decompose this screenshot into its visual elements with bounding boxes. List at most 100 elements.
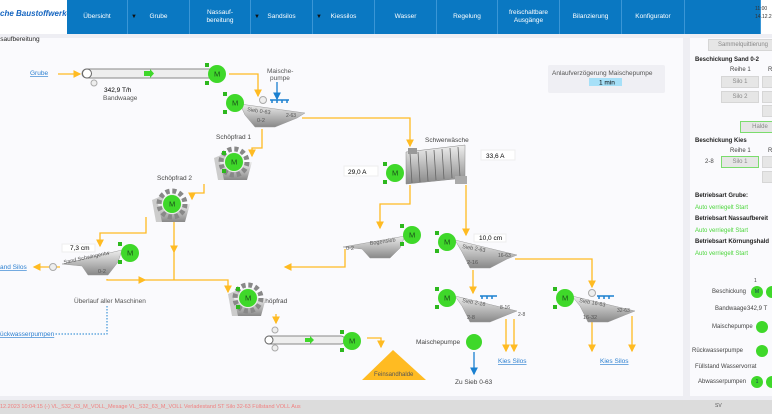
sieb-label: Sieb 16-63	[579, 298, 606, 309]
flag-f	[340, 330, 344, 334]
flag-f	[435, 287, 439, 291]
flag-f	[236, 287, 240, 291]
sand-silo-r2-button[interactable]	[762, 76, 772, 88]
motor[interactable]: M	[205, 63, 226, 85]
sand-silo-r2-button[interactable]	[762, 105, 772, 117]
clock-time: 11:00	[755, 6, 768, 12]
nav-item[interactable]: Bilanzierung	[560, 0, 622, 34]
motor[interactable]: M	[236, 287, 257, 309]
flag-f	[553, 287, 557, 291]
schwerwaesche[interactable]	[405, 144, 467, 185]
nav-item[interactable]	[685, 0, 761, 34]
schoepfrad1-label: Schöpfrad 1	[216, 134, 251, 141]
maischepumpe-status[interactable]	[756, 321, 768, 333]
motor[interactable]: M	[553, 287, 574, 309]
bandwaage-value: 342,9 T/h	[104, 87, 132, 94]
kies-silos-link[interactable]: Kies Silos	[498, 358, 527, 365]
motor-label: M	[169, 200, 175, 209]
sieb-label: Sieb 2-16	[462, 298, 486, 308]
clock-date: 14.12.2	[755, 14, 772, 20]
motor[interactable]: M	[400, 224, 421, 246]
rueckwasser-status[interactable]	[756, 345, 768, 357]
rueckwasserpumpen-link[interactable]: ückwasserpumpen	[0, 331, 55, 338]
flag-a	[383, 180, 387, 184]
sieb-label: Bogensieb	[369, 237, 396, 247]
kies-silo1-button[interactable]: Silo 1	[721, 156, 759, 168]
sieb-fraction: 16-63	[498, 253, 511, 259]
flag-f	[383, 162, 387, 166]
motor[interactable]: M	[118, 242, 139, 264]
beschickung-motor[interactable]: M	[751, 286, 763, 298]
sand-silos-link[interactable]: and Silos	[0, 264, 27, 271]
current-left: 29,0 A	[348, 169, 367, 176]
sand-level: 7,3 cm	[70, 245, 90, 252]
motor-label: M	[562, 294, 568, 303]
sieb-fraction: 0-2	[257, 118, 265, 124]
motor-label: M	[214, 70, 220, 79]
nav-item[interactable]: Konfigurator	[622, 0, 685, 34]
motor[interactable]: M	[383, 162, 404, 184]
sand-silo1-button[interactable]: Silo 1	[721, 76, 759, 88]
abwasserpumpe-2[interactable]	[766, 376, 772, 388]
nav-item[interactable]: Grube	[128, 0, 190, 34]
overflow-line	[55, 306, 108, 335]
sand-silo2-button[interactable]: Silo 2	[721, 91, 759, 103]
nav-item[interactable]: Kiessilos	[313, 0, 375, 34]
sammelquittierung-button[interactable]: Sammelquittierung	[708, 39, 772, 51]
nav-item[interactable]: Regelung	[437, 0, 498, 34]
reihe-label: R	[768, 148, 772, 154]
flag-a	[205, 81, 209, 85]
header: che Baustoffwerke ÜbersichtGrubeNassauf-…	[0, 0, 772, 34]
motor-label: M	[232, 99, 238, 108]
flag-f	[205, 63, 209, 67]
flag-a	[118, 260, 122, 264]
water-sprayers	[270, 99, 614, 299]
sieb-fraction: 8-16	[500, 305, 510, 311]
abwasserpumpe-1[interactable]: 1	[751, 376, 763, 388]
bogensieb[interactable]: 0-2 Bogensieb	[342, 235, 406, 259]
maischepumpe[interactable]	[466, 334, 482, 350]
beschickung-label: Beschickung	[712, 289, 747, 295]
sieb-2-63[interactable]: Sieb 2-63 2-16 16-63	[454, 239, 518, 269]
page-title: ssaufbereitung	[0, 36, 40, 43]
grube-link[interactable]: Grube	[30, 70, 48, 77]
feinsandhalde-label: Feinsandhalde	[374, 372, 414, 378]
sand-silo-r2-button[interactable]	[762, 91, 772, 103]
sand-title: Beschickung Sand 0-2	[695, 57, 760, 63]
sieb-2-16[interactable]: Sieb 2-16 2-8 8-16 2-8	[454, 295, 525, 323]
motor[interactable]: M	[435, 231, 456, 253]
motor-label: M	[444, 294, 450, 303]
maischepumpe-label: Maischepumpe	[712, 324, 753, 330]
sand-schwingentwaesserer[interactable]: Sand Schwingentw 0-2	[61, 249, 123, 276]
motor[interactable]: M	[223, 92, 244, 114]
nav-item[interactable]: freischaltbare Ausgänge	[498, 0, 560, 34]
motor[interactable]: M	[435, 287, 456, 309]
user-indicator: SV	[715, 403, 722, 409]
sieb-label: Sieb 2-63	[462, 244, 486, 254]
halde-button[interactable]: Halde	[740, 121, 772, 133]
motor[interactable]: M	[340, 330, 361, 352]
motor[interactable]: M	[222, 151, 243, 173]
kies-range: 2-8	[705, 159, 714, 165]
kies-silos-link[interactable]: Kies Silos	[600, 358, 629, 365]
alarm-status-bar[interactable]: 12.2023 10:04:15 (-) VL_S32_63_M_VOLL_Me…	[0, 400, 772, 414]
anlauf-value-field[interactable]	[589, 78, 622, 86]
motor[interactable]: M	[163, 195, 181, 213]
kies-silo-r2-button[interactable]	[762, 156, 772, 168]
level-2-63: 10,0 cm	[479, 235, 502, 242]
abwasser-label: Abwasserpumpen	[698, 379, 747, 385]
sieb-fraction: 2-8	[467, 315, 475, 321]
bandwaage-label: Bandwaage	[715, 306, 747, 312]
sieb-0-63[interactable]: Sieb 0-63 0-2 2-63	[239, 103, 306, 128]
sieb-16-63[interactable]: Sieb 16-63 16-32 32-63	[571, 295, 636, 323]
direction-arrow-icon	[144, 69, 154, 78]
betriebsart-grube: Betriebsart Grube:	[695, 193, 749, 199]
flag-a	[400, 242, 404, 246]
sieb-label: Sieb 0-63	[247, 107, 271, 116]
betriebsart-nass: Betriebsart Nassaufbereit	[695, 216, 769, 222]
beschickung-motor-2[interactable]	[766, 286, 772, 298]
kies-silo-r2-button[interactable]	[762, 171, 772, 183]
nav-item[interactable]: Wasser	[375, 0, 437, 34]
schoepfrad2-label: Schöpfrad 2	[157, 175, 192, 182]
motor-label: M	[349, 337, 355, 346]
